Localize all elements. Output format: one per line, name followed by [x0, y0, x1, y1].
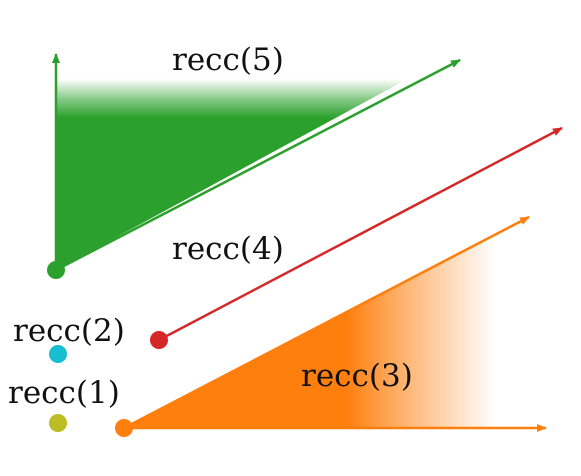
recc3-label: recc(3) [301, 358, 413, 394]
recc1-point [49, 414, 67, 432]
recc5-label: recc(5) [172, 42, 284, 78]
recc4-ray-group [150, 126, 563, 349]
recc5-cone [47, 53, 461, 279]
recc5-apex-point [47, 261, 65, 279]
recc5-cone-region [56, 75, 400, 270]
recc2-label: recc(2) [13, 313, 125, 349]
recc4-apex-point [150, 331, 168, 349]
recc4-ray [158, 126, 563, 342]
recc4-label: recc(4) [172, 231, 284, 267]
recc3-diagonal-ray [123, 215, 530, 430]
recc2-point [49, 345, 67, 363]
recc5-diagonal-ray [55, 58, 461, 272]
recc1-label: recc(1) [8, 375, 120, 411]
recc3-cone [115, 215, 547, 437]
recc3-apex-point [115, 419, 133, 437]
